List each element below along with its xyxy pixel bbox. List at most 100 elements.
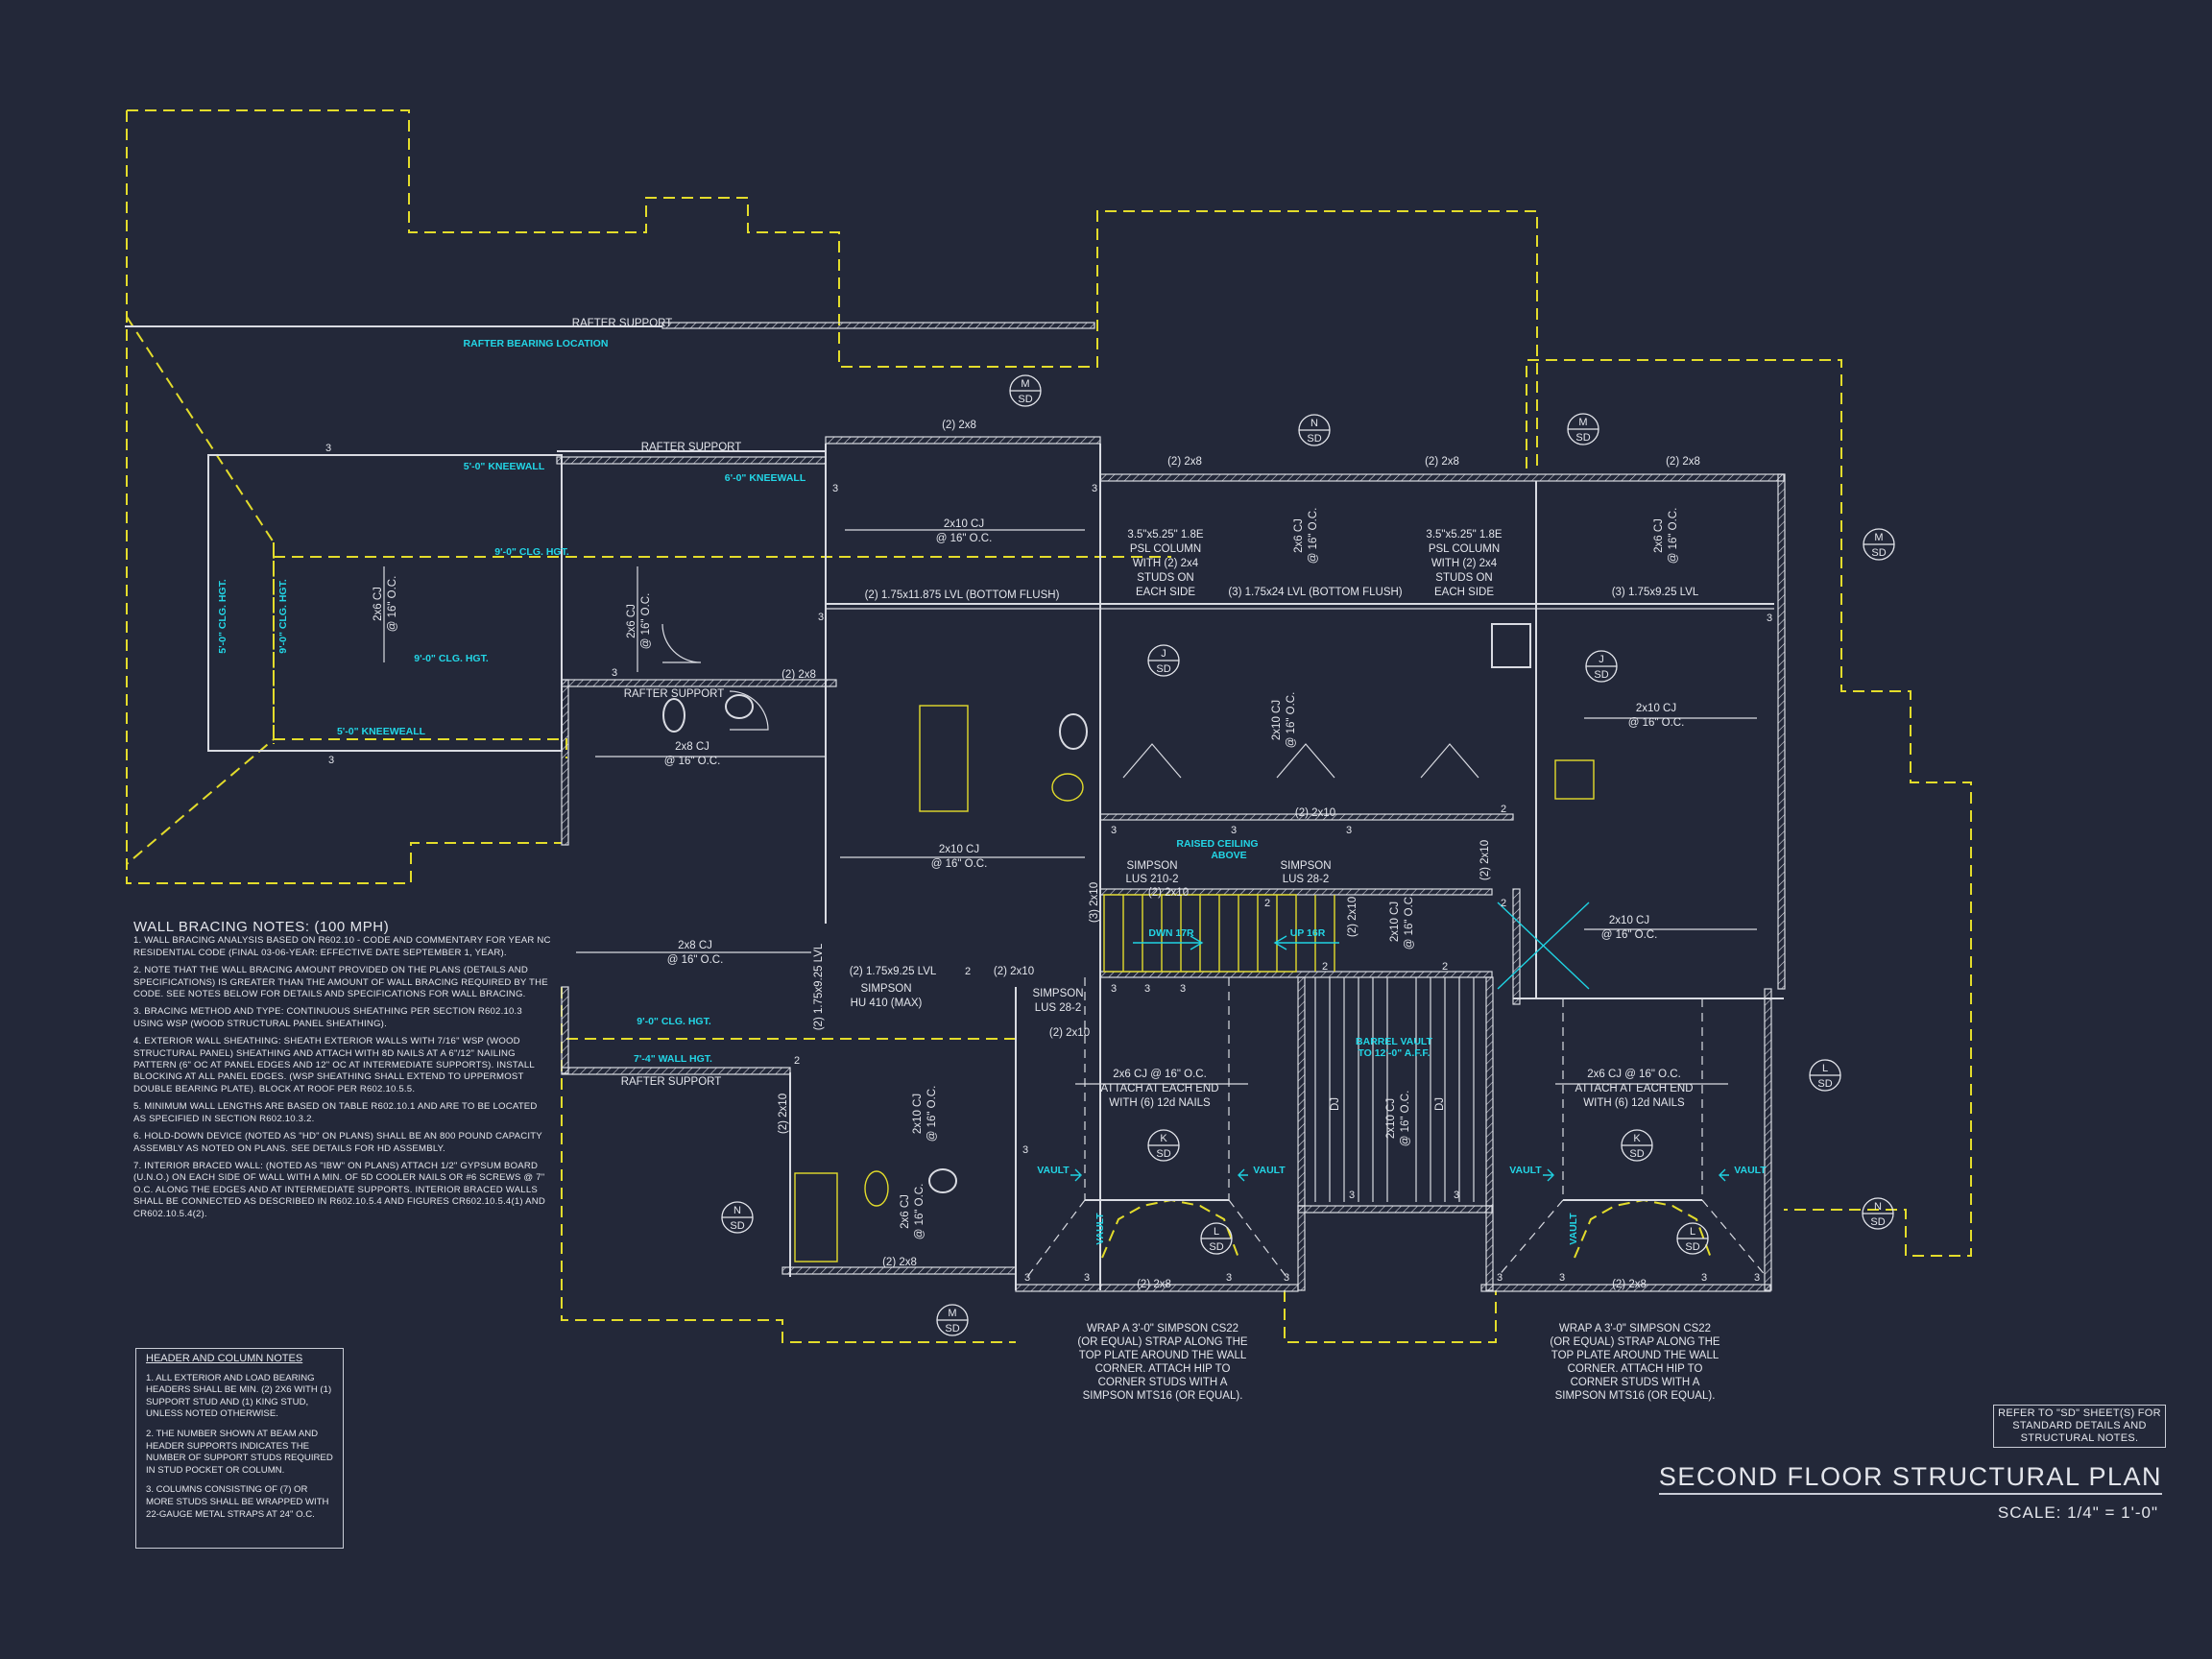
psl-column-note: 3.5"x5.25" 1.8E PSL COLUMN WITH (2) 2x4 …	[1426, 529, 1502, 598]
label-header: (2) 2x10	[1347, 897, 1358, 937]
stair-down-label: DWN 17R	[1148, 927, 1194, 939]
note-item: 2. THE NUMBER SHOWN AT BEAM AND HEADER S…	[146, 1428, 333, 1476]
note-line: WITH (2) 2x4	[1431, 558, 1498, 569]
cj-label: 2x6 CJ@ 16" O.C.	[900, 1184, 926, 1240]
section-marker-m: MSD	[936, 1304, 969, 1336]
label-header: (2) 2x8	[942, 420, 976, 431]
marker-letter: L	[1822, 1063, 1828, 1074]
cj-label: 2x6 CJ@ 16" O.C.	[1653, 508, 1679, 565]
stud-count: 3	[1754, 1272, 1760, 1284]
note-line: EACH SIDE	[1136, 587, 1195, 598]
stud-count: 3	[328, 755, 334, 766]
label-double-joist: DJ	[1434, 1097, 1446, 1111]
note-line: TO 12'-0" A.F.F.	[1358, 1047, 1430, 1059]
label-kneewall: 5'-0" KNEEWALL	[464, 461, 545, 472]
note-line: SIMPSON MTS16 (OR EQUAL).	[1555, 1390, 1716, 1402]
stud-count: 2	[965, 966, 971, 977]
note-line: ATTACH AT EACH END	[1575, 1083, 1693, 1094]
label-header: (2) 2x8	[1425, 456, 1459, 468]
marker-letter: M	[1874, 532, 1883, 543]
cj-size: 2x10 CJ	[912, 1094, 924, 1134]
marker-letter: M	[948, 1308, 956, 1319]
marker-sheet: SD	[1575, 432, 1590, 444]
label-ceiling-height: 9'-0" CLG. HGT.	[494, 546, 569, 558]
label-rafter-support: RAFTER SUPPORT	[624, 688, 725, 700]
section-marker-n: NSD	[1862, 1197, 1894, 1230]
cj-spacing: @ 16" O.C.	[1628, 717, 1685, 729]
bathtub	[794, 1172, 838, 1262]
note-line: HU 410 (MAX)	[851, 998, 923, 1009]
label-ceiling-height: 9'-0" CLG. HGT.	[277, 579, 289, 654]
note-line: (OR EQUAL) STRAP ALONG THE	[1550, 1336, 1720, 1348]
marker-sheet: SD	[1156, 663, 1170, 675]
sheet-title: SECOND FLOOR STRUCTURAL PLAN	[1658, 1461, 2162, 1495]
sink	[928, 1168, 957, 1193]
stair	[1103, 894, 1335, 973]
marker-sheet: SD	[1817, 1078, 1832, 1090]
marker-sheet: SD	[1307, 433, 1321, 445]
label-header: (2) 2x8	[1612, 1279, 1647, 1290]
psl-column-note: 3.5"x5.25" 1.8E PSL COLUMN WITH (2) 2x4 …	[1127, 529, 1203, 598]
cj-size: 2x6 CJ	[1653, 518, 1665, 553]
stud-count: 2	[1442, 961, 1448, 973]
simpson-note: SIMPSON HU 410 (MAX)	[851, 983, 923, 1009]
note-item: 2. NOTE THAT THE WALL BRACING AMOUNT PRO…	[133, 965, 548, 1000]
note-item: 3. COLUMNS CONSISTING OF (7) OR MORE STU…	[146, 1484, 329, 1520]
stud-count: 3	[1349, 1190, 1355, 1201]
vault-arrow-label: VAULT	[1509, 1165, 1542, 1176]
note-line: 2x6 CJ @ 16" O.C.	[1587, 1069, 1681, 1080]
vault-arrow-label: VAULT	[1734, 1165, 1767, 1176]
vault-arrow-label: VAULT	[1253, 1165, 1286, 1176]
cj-label: 2x10 CJ@ 16" O.C.	[1389, 894, 1415, 950]
label-ceiling-height: 9'-0" CLG. HGT.	[637, 1016, 711, 1027]
cj-size: 2x8 CJ	[675, 741, 709, 753]
label-header: (3) 2x10	[1089, 882, 1100, 923]
cj-size: 2x6 CJ	[900, 1194, 911, 1229]
label-double-joist: DJ	[1330, 1097, 1341, 1111]
cj-size: 2x10 CJ	[1609, 915, 1649, 926]
stud-count: 3	[1497, 1272, 1503, 1284]
marker-letter: J	[1599, 654, 1604, 665]
stud-count: 3	[1022, 1144, 1028, 1156]
cj-size: 2x10 CJ	[944, 518, 984, 530]
note-line: TOP PLATE AROUND THE WALL	[1079, 1350, 1247, 1361]
header-notes-heading: HEADER AND COLUMN NOTES	[146, 1353, 303, 1364]
note-line: 3.5"x5.25" 1.8E	[1426, 529, 1502, 541]
section-marker-j: J SD	[1147, 644, 1180, 677]
note-line: CORNER STUDS WITH A	[1571, 1377, 1700, 1388]
stud-count: 3	[1701, 1272, 1707, 1284]
section-marker-m: MSD	[1863, 528, 1895, 561]
cj-label: 2x6 CJ@ 16" O.C.	[626, 593, 652, 650]
toilet	[662, 698, 685, 733]
cj-label: 2x10 CJ@ 16" O.C.	[912, 1086, 938, 1142]
label-rafter-support: RAFTER SUPPORT	[641, 442, 742, 453]
section-marker-l: LSD	[1200, 1222, 1233, 1255]
note-line: EACH SIDE	[1434, 587, 1494, 598]
stud-count: 3	[612, 667, 617, 679]
note-item: 5. MINIMUM WALL LENGTHS ARE BASED ON TAB…	[133, 1101, 538, 1124]
label-header: (2) 2x8	[1137, 1279, 1171, 1290]
barrel-vault-joists	[1314, 977, 1475, 1202]
stud-count: 3	[1084, 1272, 1090, 1284]
marker-sheet: SD	[1156, 1148, 1170, 1160]
marker-letter: J	[1161, 648, 1166, 660]
cj-label: 2x8 CJ@ 16" O.C.	[664, 741, 721, 767]
note-line: SIMPSON	[860, 983, 911, 995]
label-header: (2) 2x8	[781, 669, 816, 681]
stud-count: 2	[1501, 898, 1506, 909]
note-item: 1. WALL BRACING ANALYSIS BASED ON R602.1…	[133, 935, 551, 958]
stud-count: 3	[1284, 1272, 1289, 1284]
section-marker-m: MSD	[1567, 413, 1599, 445]
toilet	[864, 1170, 889, 1207]
cj-size: 2x8 CJ	[678, 940, 712, 951]
wall-bracing-notes: WALL BRACING NOTES: (100 MPH) 1. WALL BR…	[133, 920, 552, 1226]
note-item: 1. ALL EXTERIOR AND LOAD BEARING HEADERS…	[146, 1372, 332, 1420]
label-header: (2) 2x10	[994, 966, 1034, 977]
vault-arrow-label: VAULT	[1037, 1165, 1070, 1176]
cj-label: 2x10 CJ@ 16" O.C.	[931, 844, 988, 870]
label-header: (2) 2x10	[778, 1094, 789, 1134]
cj-spacing: @ 16" O.C.	[914, 1184, 926, 1240]
note-item: 6. HOLD-DOWN DEVICE (NOTED AS "HD" ON PL…	[133, 1131, 542, 1154]
